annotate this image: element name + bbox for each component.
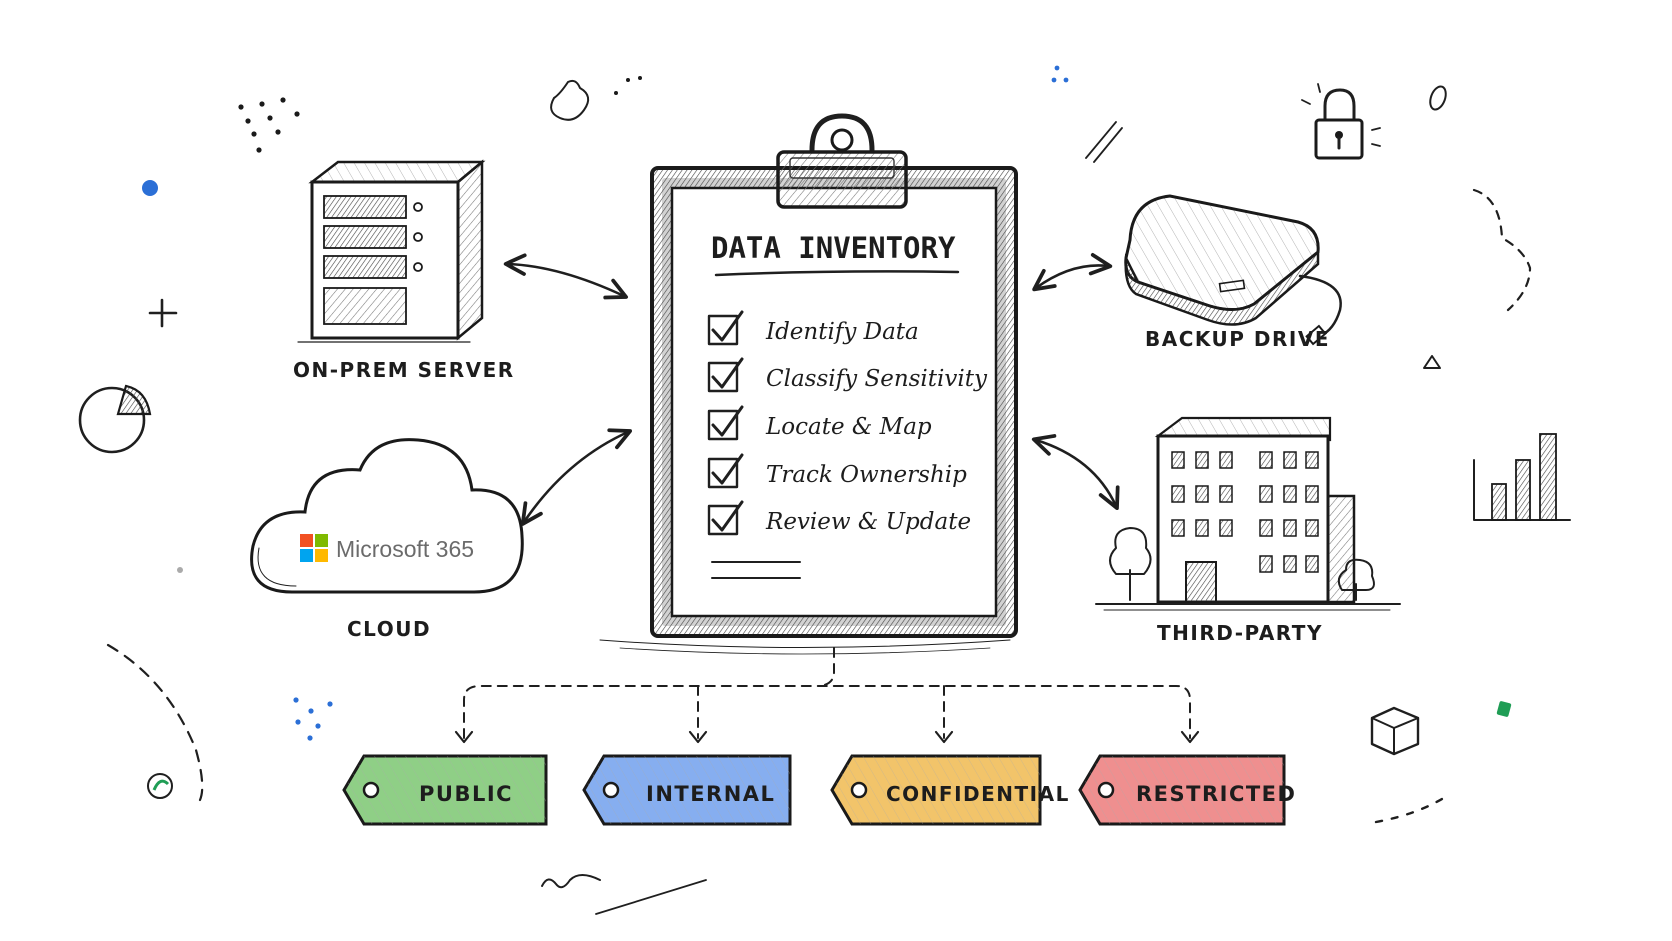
dot-cluster-icon [238,97,300,153]
tag-label: INTERNAL [646,782,775,806]
tag-restricted: RESTRICTED [1078,754,1296,826]
checklist: Identify Data Classify Sensitivity Locat… [707,310,988,536]
checkbox-icon [707,361,739,393]
cloud-icon [250,438,524,594]
classification-tags: PUBLIC INTERNAL CONFIDENTIAL RESTRICTED [342,754,1296,826]
server-icon [297,159,486,343]
decorations [78,65,1571,915]
third-party: THIRD-PARTY [1095,416,1401,645]
clipboard: DATA INVENTORY Identify Data Classify Se… [599,113,1018,655]
classification-tree [454,647,1200,744]
tag-public: PUBLIC [342,754,548,826]
cloud-label: CLOUD [347,617,431,641]
tag-label: PUBLIC [419,782,513,806]
arrow-third-party [1031,434,1120,510]
building-icon [1095,416,1401,611]
clipboard-clip-icon [776,113,908,209]
pencil-stroke-icon [1085,121,1123,163]
checklist-item: Classify Sensitivity [707,357,988,393]
checkbox-icon [707,457,739,489]
microsoft-logo-icon [300,534,328,562]
blue-dots-icon [1051,65,1069,83]
checklist-item-label: Identify Data [765,319,919,345]
arrow-backup [1032,253,1113,292]
checkbox-icon [707,504,739,536]
arrow-server [503,253,628,300]
third-party-label: THIRD-PARTY [1157,621,1323,645]
checklist-item: Identify Data [707,310,919,346]
bar-chart-icon [1473,433,1571,521]
checklist-item: Review & Update [707,500,971,536]
blue-dot-icon [142,180,158,196]
tag-label: RESTRICTED [1136,782,1296,806]
checkbox-icon [707,409,739,441]
backup-drive-label: BACKUP DRIVE [1145,327,1330,351]
on-prem-server: ON-PREM SERVER [293,159,515,382]
pie-chart-icon [78,384,152,454]
plus-icon [148,298,178,328]
connection-arrows [503,253,1120,526]
checkbox-icon [707,314,739,346]
checklist-item-label: Classify Sensitivity [766,366,988,392]
small-sprout-icon [147,773,173,799]
cube-icon [1370,706,1420,756]
checklist-item: Track Ownership [707,453,967,489]
checklist-item-label: Track Ownership [766,462,967,488]
cloud-logo-text: Microsoft 365 [336,536,474,562]
checklist-item-label: Locate & Map [765,414,932,440]
cloud-doodle-icon [550,79,590,121]
tag-confidential: CONFIDENTIAL [830,754,1070,826]
cloud-source: Microsoft 365 CLOUD [250,438,524,641]
blue-dot-grid-icon [293,697,333,741]
clipboard-title: DATA INVENTORY [711,231,956,265]
arrow-cloud [520,428,633,526]
tag-internal: INTERNAL [582,754,792,826]
backup-drive: BACKUP DRIVE [1124,194,1342,351]
lock-icon [1301,83,1381,160]
on-prem-server-label: ON-PREM SERVER [293,358,515,382]
tag-label: CONFIDENTIAL [886,782,1070,806]
checklist-item-label: Review & Update [765,509,971,535]
checklist-item: Locate & Map [707,405,932,441]
backup-drive-icon [1124,194,1342,346]
